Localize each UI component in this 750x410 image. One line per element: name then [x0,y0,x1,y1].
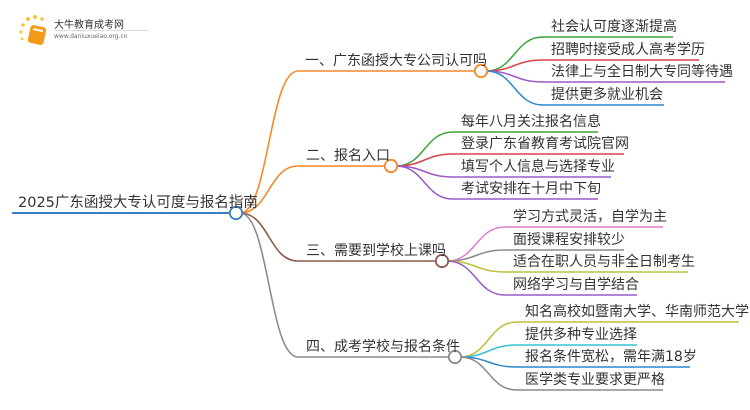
branch-topic[interactable]: 一、广东函授大专公司认可吗 [305,53,487,69]
root-branch-connector [239,70,299,214]
branch-collapse-node[interactable] [434,253,450,269]
root-branch-connector [239,212,299,262]
leaf-topic[interactable]: 填写个人信息与选择专业 [461,159,615,175]
root-collapse-node[interactable] [228,205,244,221]
leaf-topic[interactable]: 适合在职人员与非全日制考生 [513,254,695,270]
leaf-connector [459,356,518,391]
branch-topic[interactable]: 二、报名入口 [306,148,390,164]
leaf-topic[interactable]: 知名高校如暨南大学、华南师范大学 [525,304,749,320]
leaf-topic[interactable]: 招聘时接受成人高考学历 [551,42,705,58]
branch-topic[interactable]: 三、需要到学校上课吗 [306,243,446,259]
leaf-connector [446,260,506,296]
leaf-topic[interactable]: 社会认可度逐渐提高 [551,19,677,35]
leaf-topic[interactable]: 网络学习与自学结合 [513,277,639,293]
leaf-topic[interactable]: 提供更多就业机会 [551,87,663,103]
root-branch-connector [239,212,299,358]
leaf-topic[interactable]: 每年八月关注报名信息 [461,114,601,130]
leaf-connector [395,165,454,200]
leaf-connector [395,131,454,167]
book-icon [19,15,47,45]
leaf-topic[interactable]: 法律上与全日制大专同等待遇 [551,64,733,80]
branch-topic[interactable]: 四、成考学校与报名条件 [306,339,460,355]
leaf-topic[interactable]: 面授课程安排较少 [513,232,625,248]
branch-collapse-node[interactable] [447,349,463,365]
leaf-topic[interactable]: 学习方式灵活，自学为主 [513,209,667,225]
root-branch-connector [239,165,299,214]
root-topic[interactable]: 2025广东函授大专认可度与报名指南 [18,195,258,211]
leaf-connector [485,70,544,106]
leaf-topic[interactable]: 医学类专业要求更严格 [525,372,665,388]
leaf-topic[interactable]: 提供多种专业选择 [525,327,637,343]
logo-url: www.daniuxueiao.org.cn [54,33,128,40]
leaf-topic[interactable]: 登录广东省教育考试院官网 [461,136,629,152]
site-logo[interactable]: 大牛教育成考网 www.daniuxueiao.org.cn [18,14,158,48]
branch-collapse-node[interactable] [383,158,399,174]
logo-title: 大牛教育成考网 [54,20,124,31]
leaf-topic[interactable]: 考试安排在十月中下旬 [461,181,601,197]
logo-divider [54,30,149,31]
leaf-topic[interactable]: 报名条件宽松，需年满18岁 [525,349,697,365]
branch-collapse-node[interactable] [473,63,489,79]
